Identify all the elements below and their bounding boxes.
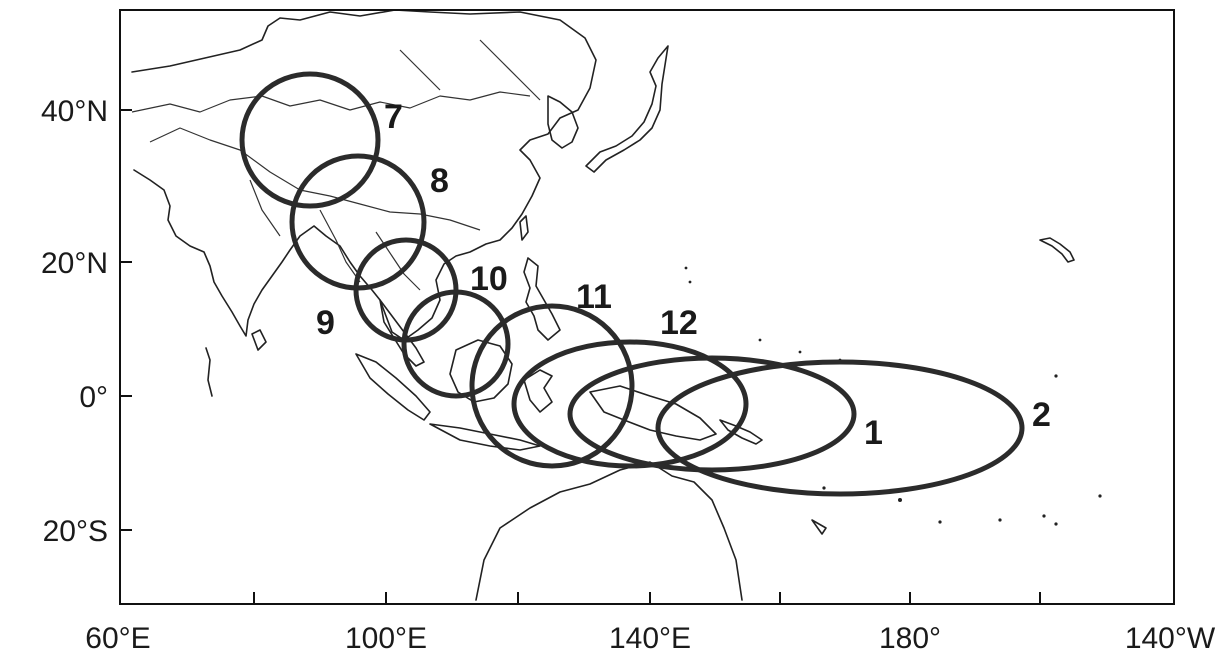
contour-1 [567,355,857,473]
borneo-coastline [449,339,513,403]
sri-lanka-coastline [251,329,267,351]
sumatra-coastline [355,353,431,421]
contour-11 [469,303,635,469]
australia-coastline [475,461,743,601]
contour-label-10: 10 [470,260,508,298]
korea-coastline [547,95,579,149]
country-borders [131,39,541,291]
sulawesi-coastline [523,369,553,413]
hawaii-coastline [1039,237,1075,263]
contour-8 [289,153,427,291]
y-label-20n: 20°N [41,247,108,280]
x-axis-labels: 60°E 100°E 140°E 180° 140°W [85,622,1216,655]
map-frame [119,9,1175,605]
contour-label-7: 7 [384,98,403,136]
contours [239,71,1025,497]
x-label-100e: 100°E [345,622,427,655]
contour-12 [511,339,749,469]
contour-label-8: 8 [430,162,449,200]
y-label-0: 0° [79,381,108,414]
axis-ticks [120,109,1041,604]
contour-label-1: 1 [864,414,883,452]
malay-coastline [379,299,425,367]
japan-coastline [585,45,669,173]
x-label-60e: 60°E [85,622,150,655]
asia-coastline [131,9,597,341]
contour-label-2: 2 [1032,396,1051,434]
x-label-180: 180° [879,622,941,655]
contour-2 [655,359,1025,497]
x-label-140e: 140°E [609,622,691,655]
contour-label-12: 12 [660,304,698,342]
taiwan-coastline [519,215,529,241]
y-label-40n: 40°N [41,95,108,128]
contour-label-11: 11 [576,278,612,316]
x-label-140w: 140°W [1125,622,1216,655]
y-label-20s: 20°S [43,515,108,548]
contour-7 [239,71,381,209]
y-axis-labels: 40°N 20°N 0° 20°S [41,95,108,548]
coastlines [131,9,1102,601]
pacific-islands [205,266,1102,535]
new-guinea-coastline [589,385,717,441]
philippines-coastline [523,257,561,341]
contour-labels: 7 8 9 10 11 12 1 2 [316,98,1051,452]
contour-10 [401,289,511,399]
contour-label-9: 9 [316,304,335,342]
